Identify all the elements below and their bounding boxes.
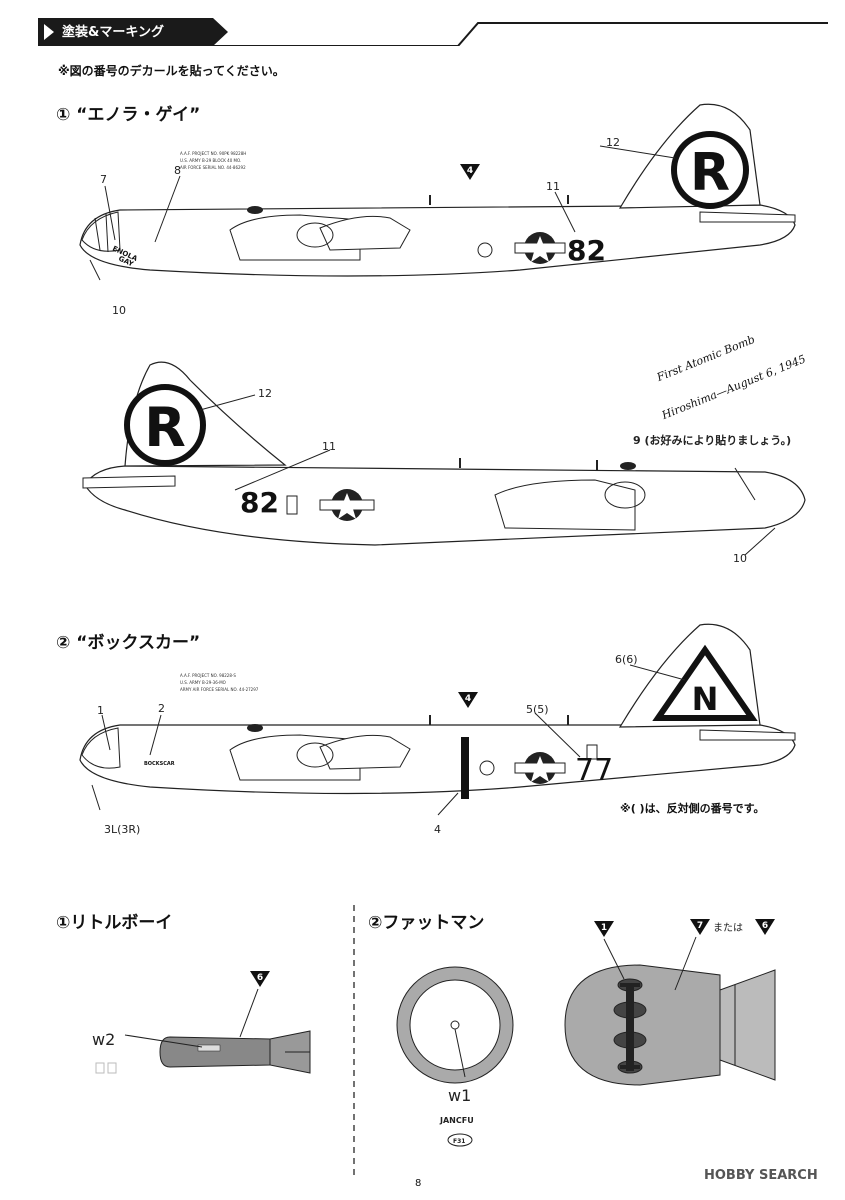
tail-code-r-right: R <box>144 396 186 459</box>
aircraft-2-title: ② “ボックスカー” <box>56 633 201 653</box>
bockscar-left-view: N 77 BOCKSCAR A.A.F. PROJECT NO. 98228-S… <box>79 623 796 836</box>
svg-text:A.A.F. PROJECT NO. 98228-S: A.A.F. PROJECT NO. 98228-S <box>180 673 236 678</box>
svg-text:U.S. ARMY B-29 BLOCK 40 MO.: U.S. ARMY B-29 BLOCK 40 MO. <box>180 158 241 163</box>
section-header-bar <box>38 18 828 46</box>
or-text: または <box>713 922 743 934</box>
svg-text:7: 7 <box>697 921 703 931</box>
svg-text:2: 2 <box>158 702 165 715</box>
svg-text:1: 1 <box>97 704 104 717</box>
tail-code-r: R <box>690 143 730 203</box>
enola-gay-right-view: R 82 12 11 10 <box>82 361 806 565</box>
svg-text:6(6): 6(6) <box>615 653 638 666</box>
svg-text:BOCKSCAR: BOCKSCAR <box>144 761 175 767</box>
svg-text:12: 12 <box>258 387 272 400</box>
opposite-side-note: ※( )は、反対側の番号です。 <box>620 802 765 815</box>
svg-text:6: 6 <box>257 973 263 983</box>
little-boy-title: ①リトルボーイ <box>56 913 173 933</box>
svg-text:4: 4 <box>467 166 473 176</box>
aircraft-number-82: 82 <box>567 234 606 267</box>
svg-text:AIR FORCE SERIAL NO. 44-86292: AIR FORCE SERIAL NO. 44-86292 <box>180 165 246 170</box>
page-number: 8 <box>415 1178 422 1189</box>
svg-text:6: 6 <box>762 921 768 931</box>
fat-man-drawing: w1 JANCFU F31 1 7 または 6 <box>396 919 776 1147</box>
divider <box>353 905 355 1175</box>
svg-text:7: 7 <box>100 173 107 186</box>
svg-text:1: 1 <box>601 923 607 933</box>
aircraft-number-82-right: 82 <box>240 486 279 519</box>
little-boy-drawing: 6 w2 <box>92 971 311 1074</box>
enola-gay-left-view: R 82 ENOLA GAY A.A.F. PROJECT NO. 90PK 9… <box>79 103 796 317</box>
decal-9-note: 9 (お好みにより貼りましょう。) <box>633 434 792 447</box>
svg-text:10: 10 <box>733 552 747 565</box>
section-title: 塗装&マーキング <box>62 25 164 40</box>
fat-man-label: w1 <box>448 1086 471 1105</box>
svg-text:U.S. ARMY B-29-36-MO: U.S. ARMY B-29-36-MO <box>180 680 226 685</box>
svg-text:3L(3R): 3L(3R) <box>104 823 140 836</box>
svg-text:4: 4 <box>434 823 441 836</box>
instruction-note: ※図の番号のデカールを貼ってください。 <box>58 64 285 78</box>
stencil-jancfu: JANCFU <box>439 1116 474 1125</box>
svg-text:4: 4 <box>465 694 471 704</box>
svg-text:12: 12 <box>606 136 620 149</box>
watermark: HOBBY SEARCH <box>704 1168 818 1183</box>
aircraft-number-77: 77 <box>575 753 613 788</box>
aircraft-1-title: ① “エノラ・ゲイ” <box>56 105 201 125</box>
fat-man-title: ②ファットマン <box>368 913 485 933</box>
tail-code-n: N <box>692 680 719 718</box>
little-boy-label: w2 <box>92 1030 115 1049</box>
svg-text:8: 8 <box>174 164 181 177</box>
svg-text:ARMY AIR FORCE SERIAL NO. 44-2: ARMY AIR FORCE SERIAL NO. 44-27297 <box>180 687 259 692</box>
svg-text:10: 10 <box>112 304 126 317</box>
svg-text:11: 11 <box>546 180 560 193</box>
svg-text:F31: F31 <box>453 1138 465 1145</box>
svg-text:5(5): 5(5) <box>526 703 549 716</box>
svg-text:11: 11 <box>322 440 336 453</box>
svg-text:A.A.F. PROJECT NO. 90PK 98228H: A.A.F. PROJECT NO. 90PK 98228H <box>180 151 246 156</box>
